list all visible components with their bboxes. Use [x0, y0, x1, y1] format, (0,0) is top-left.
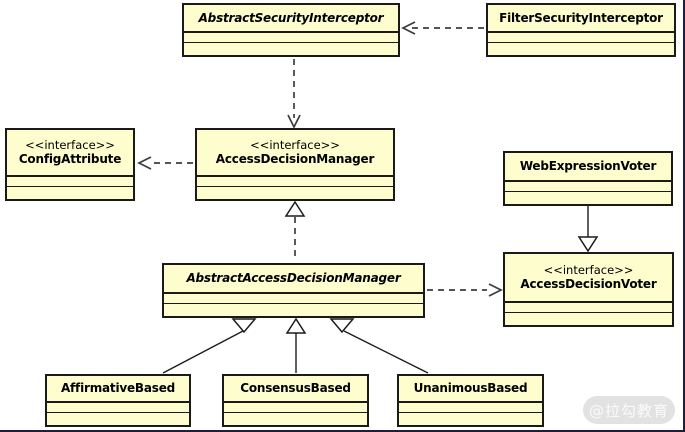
- class-title: WebExpressionVoter: [505, 153, 671, 180]
- class-title: FilterSecurityInterceptor: [488, 5, 674, 31]
- methods-compartment: [197, 186, 393, 199]
- dependency-arrow-access-decision-manager-to-config-attribute: [137, 156, 193, 170]
- fields-compartment: [505, 301, 672, 312]
- methods-compartment: [399, 412, 542, 425]
- class-title: AffirmativeBased: [47, 376, 189, 401]
- class-name: ConsensusBased: [240, 381, 351, 395]
- fields-compartment: [7, 175, 133, 186]
- stereotype-label: <<interface>>: [543, 262, 634, 277]
- stereotype-label: <<interface>>: [25, 137, 115, 152]
- class-box-filter-security-interceptor: FilterSecurityInterceptor: [486, 3, 676, 57]
- fields-compartment: [164, 292, 423, 303]
- class-title: <<interface>> AccessDecisionManager: [197, 130, 393, 175]
- fields-compartment: [224, 401, 367, 412]
- class-name: AccessDecisionVoter: [520, 277, 657, 292]
- fields-compartment: [184, 31, 398, 42]
- class-name: AccessDecisionManager: [215, 152, 375, 167]
- methods-compartment: [7, 186, 133, 199]
- class-box-affirmative-based: AffirmativeBased: [45, 374, 191, 427]
- class-box-unanimous-based: UnanimousBased: [397, 374, 544, 427]
- methods-compartment: [47, 412, 189, 425]
- class-title: <<interface>> ConfigAttribute: [7, 130, 133, 175]
- class-name: ConfigAttribute: [18, 152, 122, 167]
- dependency-arrow-abstract-adm-to-access-decision-voter: [427, 283, 503, 297]
- generalization-arrow-web-expression-voter-to-access-decision-voter: [577, 206, 599, 253]
- class-name: WebExpressionVoter: [519, 159, 657, 173]
- dependency-arrow-filter-to-abstract-interceptor: [401, 21, 484, 35]
- class-box-abstract-access-decision-manager: AbstractAccessDecisionManager: [162, 263, 425, 318]
- class-box-web-expression-voter: WebExpressionVoter: [503, 151, 673, 206]
- stereotype-label: <<interface>>: [250, 137, 340, 152]
- class-box-access-decision-manager: <<interface>> AccessDecisionManager: [195, 128, 395, 201]
- fields-compartment: [505, 180, 671, 191]
- generalization-arrow-unanimous-based-to-abstract-adm: [329, 318, 429, 374]
- class-name: AffirmativeBased: [60, 381, 176, 395]
- fields-compartment: [399, 401, 542, 412]
- class-name: FilterSecurityInterceptor: [499, 10, 663, 25]
- class-title: AbstractAccessDecisionManager: [164, 265, 423, 292]
- watermark-badge: @拉勾教育: [583, 396, 675, 424]
- methods-compartment: [224, 412, 367, 425]
- fields-compartment: [488, 31, 674, 42]
- methods-compartment: [488, 42, 674, 55]
- class-name: AbstractAccessDecisionManager: [186, 271, 401, 285]
- dependency-arrow-abstract-interceptor-to-access-decision-manager: [287, 59, 301, 129]
- class-title: UnanimousBased: [399, 376, 542, 401]
- methods-compartment: [164, 303, 423, 316]
- class-box-config-attribute: <<interface>> ConfigAttribute: [5, 128, 135, 201]
- fields-compartment: [47, 401, 189, 412]
- class-name: AbstractSecurityInterceptor: [198, 10, 384, 25]
- realization-arrow-abstract-adm-to-access-decision-manager: [284, 200, 306, 261]
- generalization-arrow-consensus-based-to-abstract-adm: [285, 317, 307, 373]
- methods-compartment: [505, 191, 671, 204]
- class-title: <<interface>> AccessDecisionVoter: [505, 254, 672, 301]
- class-title: AbstractSecurityInterceptor: [184, 5, 398, 31]
- class-title: ConsensusBased: [224, 376, 367, 401]
- class-box-access-decision-voter: <<interface>> AccessDecisionVoter: [503, 252, 674, 327]
- fields-compartment: [197, 175, 393, 186]
- class-box-consensus-based: ConsensusBased: [222, 374, 369, 427]
- class-box-abstract-security-interceptor: AbstractSecurityInterceptor: [182, 3, 400, 57]
- class-name: UnanimousBased: [413, 381, 528, 395]
- generalization-arrow-affirmative-based-to-abstract-adm: [162, 318, 257, 374]
- methods-compartment: [184, 42, 398, 55]
- methods-compartment: [505, 312, 672, 325]
